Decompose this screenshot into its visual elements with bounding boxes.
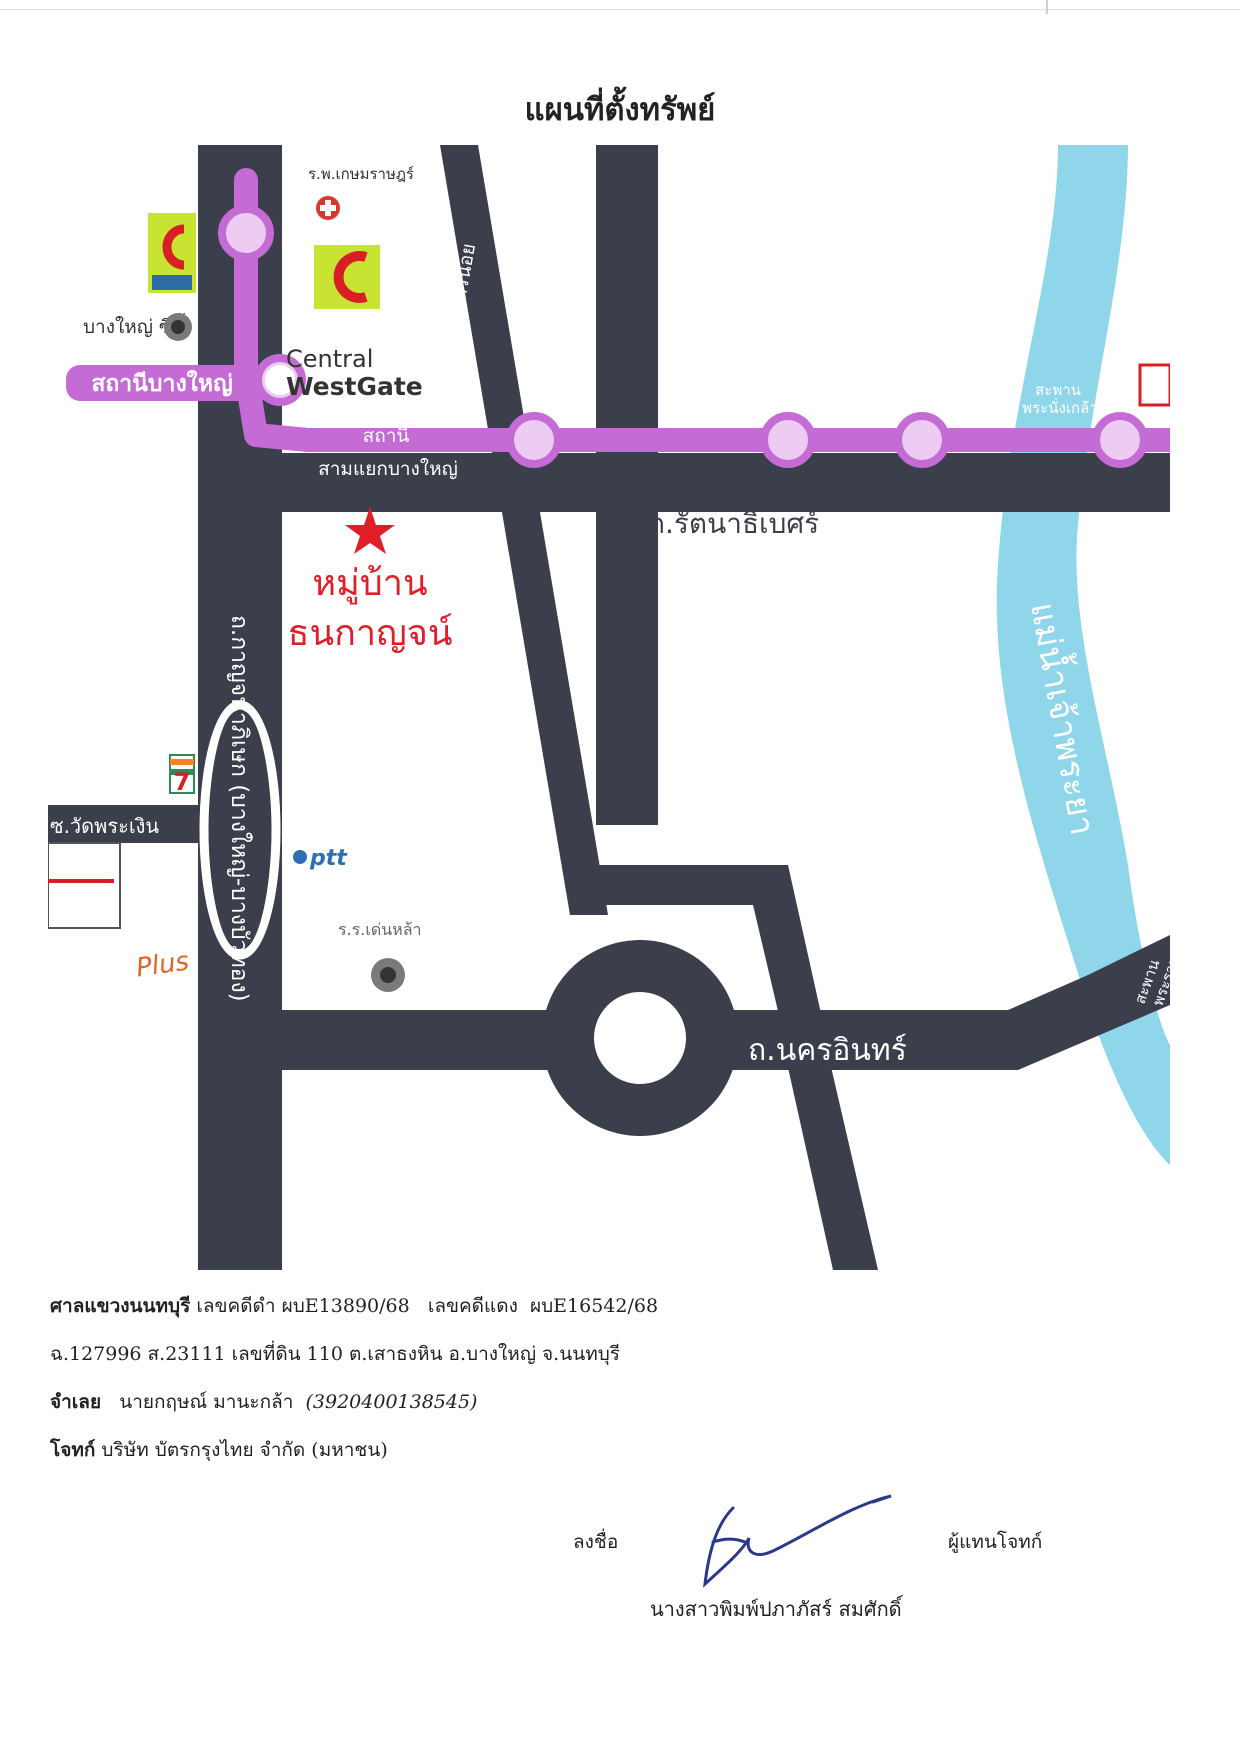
river <box>996 145 1170 1165</box>
road-nakhon-in-label: ถ.นครอินทร์ <box>748 1033 907 1068</box>
rail-stations <box>218 205 1148 468</box>
station-bangyai-pill <box>66 365 258 401</box>
page-top-rule <box>0 9 1240 10</box>
road-connector-diag <box>570 865 828 1045</box>
plaintiff-line: โจทก์ บริษัท บัตรกรุงไทย จำกัด (มหาชน) <box>50 1426 658 1474</box>
handwritten-signature <box>703 1494 892 1588</box>
ptt-label: ptt <box>309 846 348 871</box>
defendant-id: (3920400138545) <box>305 1391 478 1413</box>
location-map: สถานีบางใหญ่ ร.พ.เกษมราษฎร์ บางใหญ่ ซิตี… <box>48 145 1170 1270</box>
central-label: Central <box>286 345 373 373</box>
road-bang-kruai <box>440 145 608 915</box>
station-sam-yaek-label-2: สามแยกบางใหญ่ <box>318 458 458 480</box>
village-label-line1: หมู่บ้าน <box>312 563 427 605</box>
signer-name: นางสาวพิมพ์ปภาภัสร์ สมศักดิ์ <box>650 1597 902 1621</box>
station-bangyai-label: สถานีบางใหญ่ <box>91 369 232 397</box>
red-case-number: ผบE16542/68 <box>529 1295 659 1317</box>
bigc-store-icon <box>148 213 196 293</box>
sign-label: ลงชื่อ <box>573 1531 619 1553</box>
shop-logo-box <box>48 842 121 929</box>
defendant-name: นายกฤษณ์ มานะกล้า <box>119 1391 294 1413</box>
westgate-label: WestGate <box>286 372 423 401</box>
station-node <box>506 412 562 468</box>
station-node <box>894 412 950 468</box>
road-nakhon-in <box>282 935 1170 1070</box>
plaintiff-name: บริษัท บัตรกรุงไทย จำกัด (มหาชน) <box>101 1439 388 1461</box>
defendant-line: จำเลย นายกฤษณ์ มานะกล้า (3920400138545) <box>50 1378 658 1426</box>
bigc-store-icon <box>314 245 380 309</box>
star-icon <box>345 507 395 554</box>
plus-logo: Plus <box>134 946 191 983</box>
interchange-loop <box>199 700 281 960</box>
hospital-label: ร.พ.เกษมราษฎร์ <box>308 165 414 183</box>
seven-eleven-icon <box>169 754 195 794</box>
station-node <box>218 205 274 261</box>
court-label: ศาลแขวงนนทบุรี <box>50 1295 191 1317</box>
station-node <box>1092 412 1148 468</box>
road-kanchanaphisek-label: ถ.กาญจนาภิเษก (บางใหญ่-บางบัวทอง) <box>226 615 253 1002</box>
black-case-label: เลขคดีดำ <box>196 1295 276 1317</box>
black-case-number: ผบE13890/68 <box>281 1295 410 1317</box>
plaintiff-label: โจทก์ <box>50 1439 96 1461</box>
village-label-line2: ธนกาญจน์ <box>288 613 453 654</box>
station-right-label-2: พระนั่งเกล้า <box>1022 397 1097 417</box>
road-rattanathibet-label: ถ.รัตนาธิเบศร์ <box>648 507 819 540</box>
station-sam-yaek-label: สถานี <box>363 425 410 447</box>
page-title: แผนที่ตั้งทรัพย์ <box>524 92 716 128</box>
road-soi-wat-phra-ngoen <box>48 805 198 843</box>
signer-role-label: ผู้แทนโจทก์ <box>948 1531 1043 1553</box>
station-node <box>760 412 816 468</box>
landmark-icon-right <box>1138 363 1170 407</box>
road-south-leg <box>783 1045 878 1270</box>
defendant-label: จำเลย <box>50 1391 102 1413</box>
red-case-label: เลขคดีแดง <box>427 1295 518 1317</box>
ptt-station-icon <box>293 850 307 864</box>
deed-line: ฉ.127996 ส.23111 เลขที่ดิน 110 ต.เสาธงหิ… <box>50 1343 620 1365</box>
map-canvas: สถานีบางใหญ่ ร.พ.เกษมราษฎร์ บางใหญ่ ซิตี… <box>48 145 1170 1270</box>
soi-wat-phra-ngoen-label: ซ.วัดพระเงิน <box>50 814 159 838</box>
purple-line-rail <box>234 168 1170 452</box>
court-line: ศาลแขวงนนทบุรี เลขคดีดำ ผบE13890/68 เลขค… <box>50 1282 658 1330</box>
case-details: ศาลแขวงนนทบุรี เลขคดีดำ ผบE13890/68 เลขค… <box>50 1282 658 1474</box>
road-rattanathibet <box>198 467 1170 512</box>
seven-eleven-label: 7 <box>174 768 191 796</box>
school-label: ร.ร.เด่นหล้า <box>338 920 422 939</box>
station-right-label: สะพาน <box>1035 381 1081 399</box>
scan-corner-mark <box>1046 0 1048 14</box>
road-central-vertical <box>596 145 658 825</box>
roundabout-island <box>594 992 686 1084</box>
